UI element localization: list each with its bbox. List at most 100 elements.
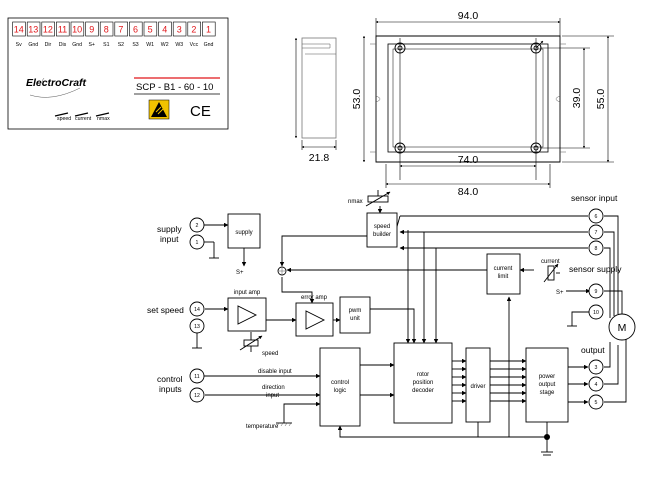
label-set-speed: set speed (147, 305, 184, 315)
svg-text:power: power (539, 374, 555, 380)
label-supply-input-1: supply (157, 224, 182, 234)
label-pin-number: 14 (14, 25, 24, 35)
svg-text:5: 5 (595, 400, 598, 406)
svg-text:3: 3 (595, 365, 598, 371)
svg-text:error amp: error amp (301, 295, 328, 301)
svg-text:driver: driver (470, 384, 485, 390)
svg-text:rotor: rotor (417, 372, 429, 378)
label-pin-number: 4 (162, 25, 167, 35)
block-speed-builder: speed builder (366, 212, 398, 248)
svg-text:supply: supply (235, 230, 252, 236)
label-pin: 7S2 (114, 21, 128, 48)
label-pin-number: 6 (133, 25, 138, 35)
block-error-amp: error amp (295, 295, 334, 337)
terminal-14: 14 (189, 301, 205, 317)
label-pin-box (172, 21, 187, 37)
label-pin-number: 2 (191, 25, 196, 35)
svg-text:M: M (618, 322, 627, 334)
brand-swoosh (29, 87, 81, 98)
label-pin-box (143, 21, 158, 37)
terminal-7: 7 (588, 224, 604, 240)
front-view (362, 18, 614, 188)
svg-text:7: 7 (595, 230, 598, 236)
svg-text:9: 9 (595, 289, 598, 295)
label-pin-box (187, 21, 201, 37)
label-pin-name: S1 (103, 42, 109, 48)
pot-speed-symbol (239, 332, 263, 352)
terminal-4: 4 (588, 376, 604, 392)
label-pin: 6S3 (129, 21, 143, 48)
label-pin-box (99, 21, 114, 37)
label-direction-input-1: direction (262, 385, 285, 391)
label-speed: speed (262, 351, 278, 357)
dimension-drawings: 94.0 53.0 39.0 55.0 21.8 74.0 84.0 (294, 10, 614, 198)
label-pin-name: Gnd (204, 42, 214, 48)
terminal-8: 8 (588, 240, 604, 256)
label-pin-number: 12 (43, 25, 53, 35)
svg-text:12: 12 (194, 393, 200, 399)
decoder-driver-bus (452, 358, 467, 404)
label-current: current (541, 259, 560, 265)
pot-current: current (74, 112, 92, 122)
terminal-13: 13 (189, 318, 205, 334)
svg-text:pwm: pwm (349, 308, 362, 314)
svg-text:unit: unit (350, 316, 360, 322)
label-pin-name: W3 (175, 42, 183, 48)
esd-warning-icon (148, 99, 170, 120)
product-label: 14Sv13Gnd12Dir11Dis10Gnd9S+8S17S26S35W14… (7, 17, 229, 130)
label-pin-box (70, 21, 85, 37)
label-sensor-supply: sensor supply (569, 264, 622, 274)
svg-text:input amp: input amp (234, 290, 261, 296)
svg-text:11: 11 (194, 374, 199, 380)
block-input-amp: input amp (227, 290, 267, 332)
label-pin-name: W2 (161, 42, 169, 48)
label-pin-box (158, 21, 172, 37)
label-pin-name: Dir (45, 42, 52, 48)
label-pin: 5W1 (143, 21, 158, 48)
svg-text:logic: logic (334, 388, 346, 394)
motor-symbol: M (608, 313, 636, 341)
terminal-3: 3 (588, 359, 604, 375)
terminal-9: 9 (588, 283, 604, 299)
block-current-limit: current limit (486, 253, 521, 295)
label-pin: 3W3 (172, 21, 187, 48)
label-pin-name: S+ (88, 42, 95, 48)
svg-text:output: output (539, 382, 556, 388)
block-supply: supply (227, 213, 261, 249)
label-pin-name: Gnd (28, 42, 38, 48)
label-pin-number: 11 (58, 25, 67, 35)
label-pin-number: 9 (89, 25, 94, 35)
wiring (192, 206, 627, 456)
terminal-12: 12 (189, 387, 205, 403)
label-control-inputs-2: inputs (159, 384, 182, 394)
dim-side-depth: 21.8 (309, 152, 330, 164)
pin-row: 14Sv13Gnd12Dir11Dis10Gnd9S+8S17S26S35W14… (12, 21, 216, 48)
label-pin-number: 7 (118, 25, 123, 35)
terminal-1: 1 (189, 234, 205, 250)
label-pin-number: 13 (28, 25, 38, 35)
ce-mark: CE (190, 103, 211, 120)
side-view (294, 37, 337, 150)
pot-label-current: current (75, 116, 92, 122)
label-control-inputs-1: control (157, 374, 183, 384)
pot-nmax: nmax (95, 112, 110, 122)
label-pin-name: Sv (16, 42, 22, 48)
label-pin-name: S3 (132, 42, 138, 48)
pot-nmax-symbol (365, 190, 391, 207)
block-diagram: supply input set speed control inputs se… (147, 190, 636, 456)
block-rotor-decoder: rotor position decoder (393, 342, 453, 424)
svg-text:2: 2 (196, 223, 199, 229)
svg-text:8: 8 (595, 246, 598, 252)
label-pin-box (12, 21, 26, 37)
brand-logo: ElectroCraft (26, 77, 87, 89)
label-output: output (581, 345, 605, 355)
svg-text:current: current (494, 266, 513, 272)
label-pin-name: Vcc (190, 42, 199, 48)
terminal-6: 6 (588, 208, 604, 224)
dim-width-top: 94.0 (458, 10, 479, 22)
